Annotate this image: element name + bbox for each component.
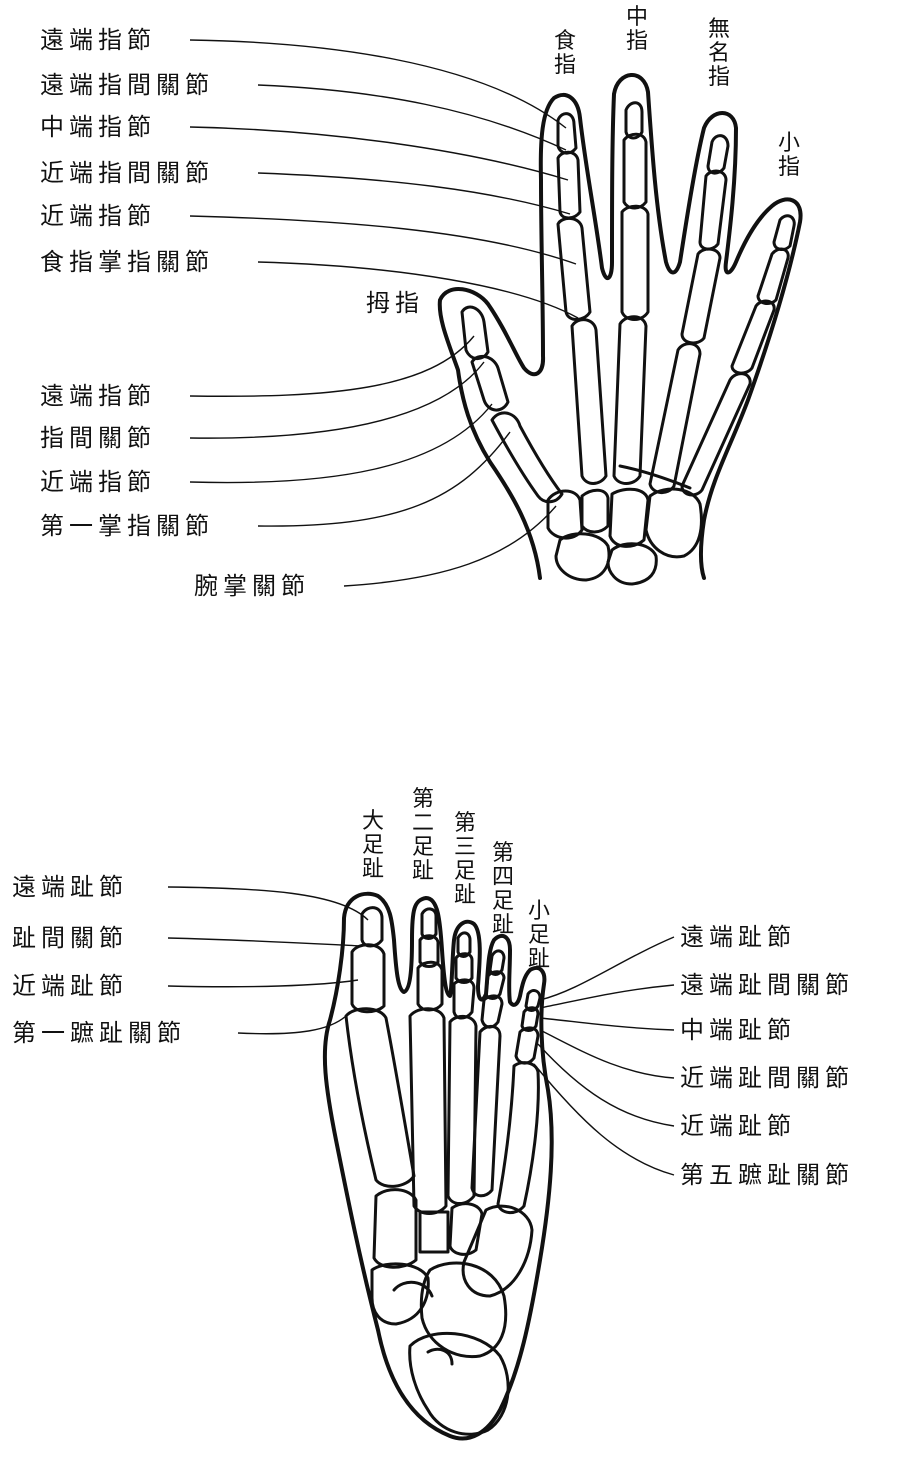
foot-right-label-distal-phalanx: 遠端趾節 — [680, 923, 796, 951]
medial-cuneiform — [372, 1188, 418, 1269]
middle-middle-phalanx — [622, 132, 648, 210]
foot-right-label-proximal-phalanx: 近端趾節 — [680, 1112, 796, 1140]
toe-label-big: 大足趾 — [361, 809, 384, 882]
hand-label-thumb-ip-joint: 指間關節 — [40, 424, 156, 452]
foot-leader-lines — [167, 886, 675, 1176]
foot-label-ip-joint: 趾間關節 — [12, 924, 128, 952]
intermediate-cuneiform — [418, 1210, 450, 1254]
finger-label-ring: 無名指 — [707, 17, 730, 90]
ring-proximal-phalanx — [680, 247, 722, 345]
toe-label-little: 小足趾 — [527, 899, 550, 972]
navicular-line — [392, 1280, 434, 1298]
navicular — [370, 1262, 430, 1326]
hand-label-proximal-phalanx: 近端指節 — [40, 202, 156, 230]
index-middle-phalanx — [556, 150, 582, 220]
hand-illustration — [437, 73, 803, 586]
index-metacarpal — [570, 318, 608, 485]
index-distal-phalanx — [556, 112, 578, 155]
thumb-distal-phalanx — [460, 305, 490, 360]
big-toe-distal-phalanx — [360, 906, 384, 948]
hand-label-carpometacarpal-joint: 腕掌關節 — [194, 572, 310, 600]
finger-label-thumb: 拇指 — [366, 289, 424, 317]
hand-label-pip-joint: 近端指間關節 — [40, 159, 214, 187]
hand-label-index-mcp-joint: 食指掌指關節 — [40, 248, 214, 276]
hand-label-first-mcp-joint: 第一掌指關節 — [40, 512, 214, 540]
hand-label-distal-phalanx: 遠端指節 — [40, 26, 156, 54]
toe3-metatarsal — [446, 1015, 478, 1205]
calcaneus-line — [426, 1347, 454, 1366]
metacarpal-base-line — [618, 464, 692, 490]
toe3-middle-phalanx — [454, 952, 474, 984]
little-distal-phalanx — [772, 214, 796, 251]
carpal-trapezium — [546, 489, 584, 540]
foot-right-label-fifth-mtp-joint: 第五蹠趾關節 — [680, 1161, 854, 1189]
hand-label-dip-joint: 遠端指間關節 — [40, 71, 214, 99]
finger-label-middle: 中指 — [625, 5, 648, 54]
first-metatarsal — [344, 1007, 416, 1188]
toe5-metatarsal — [496, 1061, 540, 1214]
foot-illustration — [322, 891, 554, 1441]
finger-label-little: 小指 — [777, 131, 800, 180]
middle-metacarpal — [612, 315, 648, 485]
ring-distal-phalanx — [706, 134, 730, 175]
index-proximal-phalanx — [556, 217, 592, 321]
little-proximal-phalanx — [730, 299, 776, 375]
toe2-proximal-phalanx — [416, 960, 444, 1012]
lateral-cuneiform — [448, 1202, 484, 1256]
foot-right-label-dip-joint: 遠端趾間關節 — [680, 971, 854, 999]
big-toe-proximal-phalanx — [350, 943, 386, 1014]
foot-outline — [322, 891, 554, 1441]
toe-label-fourth: 第四足趾 — [491, 841, 514, 938]
hand-label-middle-phalanx: 中端指節 — [40, 113, 156, 141]
foot-right-label-pip-joint: 近端趾間關節 — [680, 1064, 854, 1092]
thumb-proximal-phalanx — [470, 354, 510, 412]
foot-label-proximal-phalanx: 近端趾節 — [12, 972, 128, 1000]
talus — [419, 1261, 508, 1359]
middle-proximal-phalanx — [620, 204, 650, 321]
little-middle-phalanx — [756, 247, 790, 305]
toe4-proximal-phalanx — [480, 994, 504, 1029]
cuboid — [461, 1204, 534, 1298]
carpal-lunate — [606, 542, 658, 586]
carpal-hamate — [644, 487, 703, 559]
ring-middle-phalanx — [698, 169, 728, 251]
carpal-capitate — [608, 487, 650, 548]
hand-outline — [437, 73, 803, 580]
hand-label-thumb-proximal-phalanx: 近端指節 — [40, 468, 156, 496]
toe2-metatarsal — [408, 1007, 448, 1215]
toe5-proximal-phalanx — [514, 1026, 540, 1065]
toe3-proximal-phalanx — [452, 978, 476, 1020]
calcaneus — [408, 1331, 510, 1436]
toe2-distal-phalanx — [420, 907, 438, 940]
foot-label-first-mtp-joint: 第一蹠趾關節 — [12, 1019, 186, 1047]
hand-leader-lines — [189, 39, 579, 587]
hand-label-thumb-distal-phalanx: 遠端指節 — [40, 382, 156, 410]
carpal-scaphoid — [554, 532, 611, 582]
toe-label-second: 第二足趾 — [411, 787, 434, 884]
foot-right-label-middle-phalanx: 中端趾節 — [680, 1016, 796, 1044]
carpal-trapezoid — [580, 488, 610, 534]
thumb-metacarpal — [490, 411, 564, 504]
toe4-metatarsal — [470, 1025, 502, 1198]
foot-label-distal-phalanx: 遠端趾節 — [12, 873, 128, 901]
ring-metacarpal — [648, 342, 702, 494]
toe-label-third: 第三足趾 — [453, 811, 476, 908]
middle-distal-phalanx — [624, 101, 644, 140]
finger-label-index: 食指 — [553, 29, 576, 78]
